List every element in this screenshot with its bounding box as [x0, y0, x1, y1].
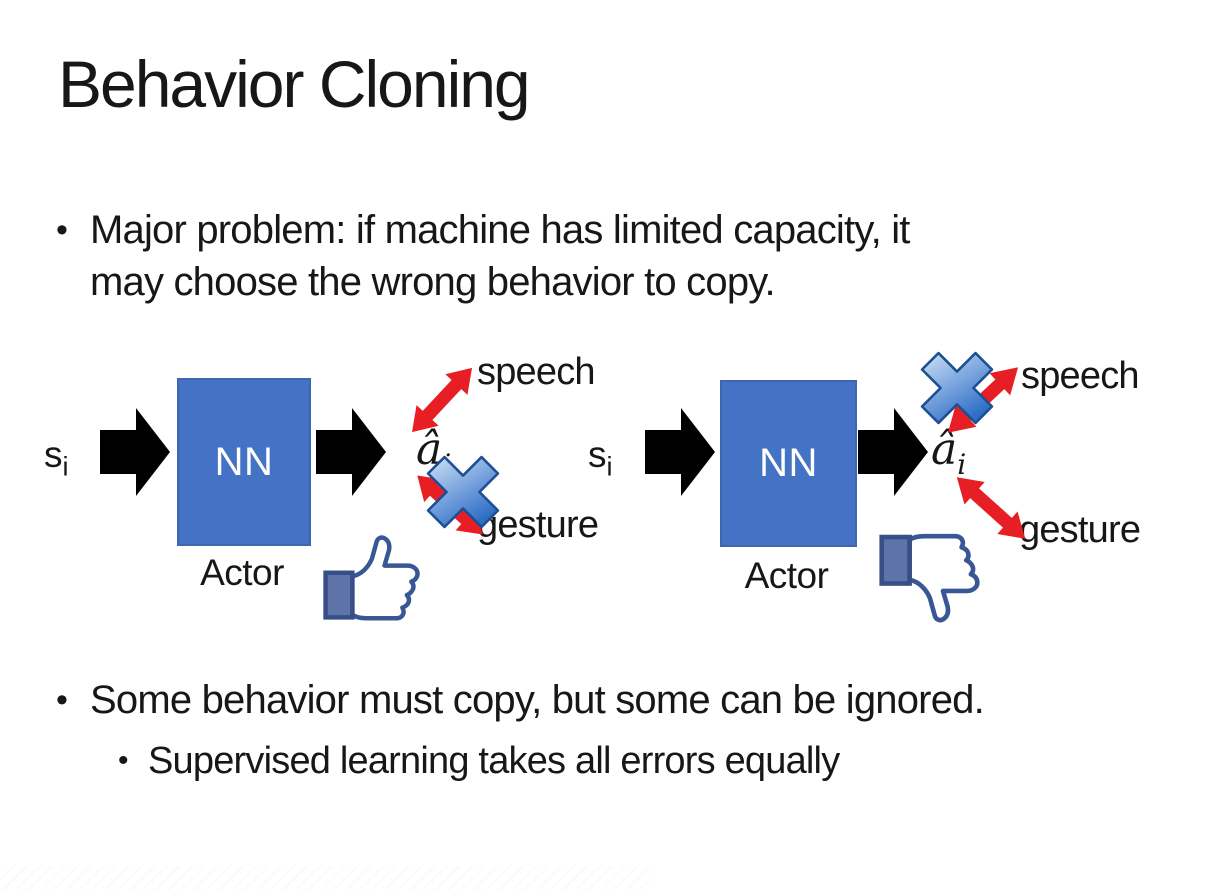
right-action-label: âi	[931, 424, 966, 481]
left-output-arrow-icon	[316, 407, 386, 497]
left-state-label: si	[44, 434, 69, 482]
bullet-line-1: Major problem: if machine has limited ca…	[90, 208, 910, 252]
action-symbol: â	[931, 424, 958, 475]
state-subscript: i	[606, 451, 613, 482]
left-input-arrow-icon	[100, 407, 170, 497]
bullet-line-2: may choose the wrong behavior to copy.	[90, 260, 776, 304]
action-subscript: i	[957, 447, 967, 481]
bullet-marker: •	[118, 744, 129, 777]
state-symbol: s	[588, 434, 607, 475]
right-cross-out-icon	[920, 351, 994, 425]
state-symbol: s	[44, 434, 63, 475]
bullet-major-problem: • Major problem: if machine has limited …	[56, 204, 1116, 308]
right-actor-label: Actor	[744, 555, 829, 596]
page-title: Behavior Cloning	[58, 47, 531, 121]
thumbs-down-icon	[878, 530, 982, 624]
bullet-marker: •	[56, 211, 68, 249]
left-cross-out-icon	[426, 455, 500, 529]
left-actor-label: Actor	[200, 552, 284, 593]
right-gesture-arrow-icon	[945, 465, 1036, 552]
bullet-some-behavior-text: Some behavior must copy, but some can be…	[90, 678, 985, 722]
left-nn-label: NN	[214, 439, 274, 484]
right-input-arrow-icon	[645, 407, 715, 497]
right-speech-label: speech	[1021, 355, 1140, 397]
bullet-marker: •	[56, 681, 68, 719]
right-nn-label: NN	[759, 441, 818, 485]
right-output-arrow-icon	[858, 407, 928, 497]
left-speech-arrow-icon	[400, 356, 485, 444]
thumbs-up-icon	[322, 532, 422, 626]
right-nn-box: NN	[720, 380, 857, 547]
right-state-label: si	[588, 434, 613, 482]
bottom-artifact-texture	[0, 866, 650, 890]
bullet-major-problem-text: Major problem: if machine has limited ca…	[90, 204, 910, 308]
left-nn-box: NN	[177, 378, 311, 546]
bullet-supervised-learning-text: Supervised learning takes all errors equ…	[148, 740, 840, 782]
bullet-some-behavior: • Some behavior must copy, but some can …	[56, 674, 1156, 726]
state-subscript: i	[62, 451, 69, 482]
left-speech-label: speech	[477, 351, 596, 393]
bullet-supervised-learning: • Supervised learning takes all errors e…	[118, 736, 1118, 786]
right-gesture-label: gesture	[1019, 509, 1141, 551]
